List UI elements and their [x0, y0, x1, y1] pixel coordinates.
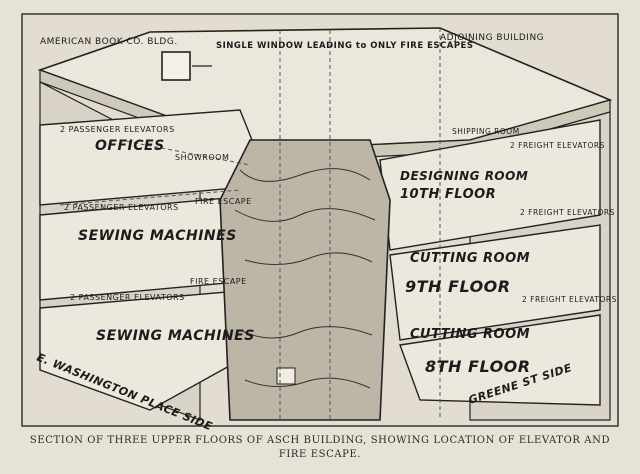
dashed-guide-lines: [59, 28, 441, 420]
figure-caption: SECTION OF THREE UPPER FLOORS OF ASCH BU…: [29, 435, 611, 460]
freight-elevators-10-label: 2 FREIGHT ELEVATORS: [520, 208, 615, 217]
offices-label: OFFICES: [95, 138, 165, 154]
tenth-floor-label: 10TH FLOOR: [400, 187, 496, 202]
shipping-room-label: SHIPPING ROOM: [452, 127, 520, 136]
ninth-floor-label: 9TH FLOOR: [405, 277, 511, 296]
single-window-label: SINGLE WINDOW LEADING to ONLY FIRE ESCAP…: [216, 41, 474, 51]
column-ornament: [234, 168, 376, 389]
sewing-machines-1-label: SEWING MACHINES: [78, 228, 237, 244]
cutting-room-8-label: CUTTING ROOM: [410, 327, 530, 342]
showroom-label: SHOWROOM: [175, 153, 229, 162]
central-column: [219, 139, 391, 421]
right-floor-slabs: [379, 119, 601, 406]
column-plaque: [276, 367, 296, 385]
freight-elevators-top-label: 2 FREIGHT ELEVATORS: [510, 141, 605, 150]
designing-room-label: DESIGNING ROOM: [400, 169, 528, 183]
sewing-elevators-2-label: 2 PASSENGER ELEVATORS: [70, 293, 185, 302]
sewing-elevators-1-label: 2 PASSENGER ELEVATORS: [64, 203, 179, 212]
eighth-floor-label: 8TH FLOOR: [425, 357, 531, 376]
fire-escape-window-icon: [161, 51, 191, 81]
single-window-text: SINGLE WINDOW LEADING to ONLY FIRE ESCAP…: [216, 41, 474, 51]
american-book-label: AMERICAN BOOK CO. BLDG.: [40, 37, 178, 47]
cutting-room-9-label: CUTTING ROOM: [410, 251, 530, 266]
sewing-machines-2-label: SEWING MACHINES: [96, 328, 255, 344]
fire-escape-2-label: FIRE ESCAPE: [190, 277, 247, 286]
freight-elevators-9-label: 2 FREIGHT ELEVATORS: [522, 295, 617, 304]
offices-elevators-label: 2 PASSENGER ELEVATORS: [60, 125, 175, 134]
adjoining-building-label: ADJOINING BUILDING: [440, 33, 544, 43]
fire-escape-1-label: FIRE ESCAPE: [195, 197, 252, 206]
left-floor-slabs: [39, 109, 272, 411]
